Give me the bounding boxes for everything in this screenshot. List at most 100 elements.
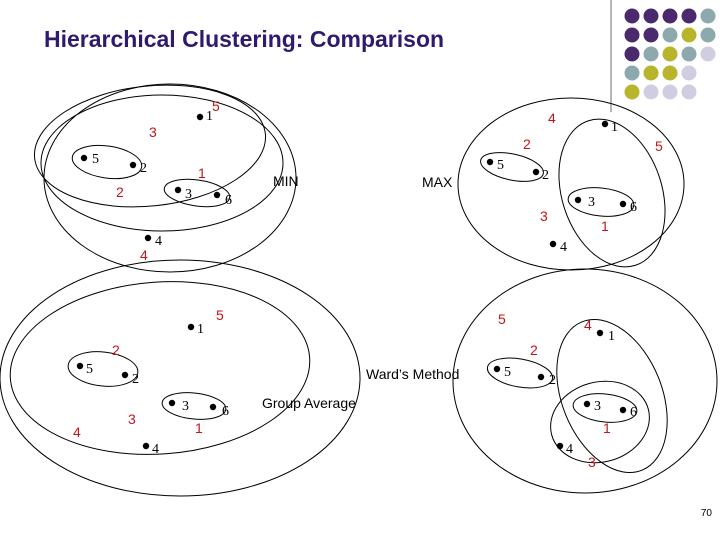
group-average-data-point-5	[76, 362, 84, 370]
max-outer-cluster	[457, 97, 685, 271]
ward-merge-order-label: 5	[498, 311, 506, 327]
min-point-label-4: 4	[155, 234, 162, 249]
ward-point-label-2: 2	[549, 373, 556, 388]
group-average-merge-order-label: 1	[195, 420, 203, 436]
max-point-label-6: 6	[630, 200, 637, 215]
ward-data-point-1	[596, 329, 604, 337]
decorative-dot	[643, 8, 659, 24]
min-data-point-4	[144, 234, 152, 242]
group-average-data-point-4	[142, 442, 150, 450]
min-cluster-25	[71, 144, 143, 180]
group-average-merge-order-label: 5	[216, 307, 224, 323]
max-merge-order-label: 5	[655, 138, 663, 154]
group-average-point-label-4: 4	[152, 442, 159, 457]
group-average-data-point-3	[168, 399, 176, 407]
min-point-label-5: 5	[92, 152, 99, 167]
method-label-group-average: Group Average	[262, 395, 356, 411]
decorative-dot	[643, 65, 659, 81]
min-merge-order-label: 4	[140, 247, 148, 263]
decorative-dot-grid	[624, 8, 716, 100]
min-point-label-2: 2	[140, 161, 147, 176]
min-point-label-6: 6	[225, 193, 232, 208]
ward-point-label-1: 1	[608, 329, 615, 344]
ward-outer-cluster	[452, 268, 718, 494]
group-average-merge-order-label: 2	[112, 342, 120, 358]
max-merge-order-label: 1	[601, 218, 609, 234]
min-merge-order-label: 1	[198, 165, 206, 181]
ward-data-point-5	[493, 365, 501, 373]
decorative-dot	[624, 65, 640, 81]
decorative-dot	[624, 84, 640, 100]
decorative-dot	[700, 27, 716, 43]
decorative-dot	[624, 8, 640, 24]
ward-point-label-4: 4	[566, 442, 573, 457]
min-point-label-1: 1	[206, 109, 213, 124]
decorative-divider-line	[610, 0, 612, 112]
min-merge-order-label: 3	[149, 124, 157, 140]
min-data-point-5	[80, 154, 88, 162]
max-merge-order-label: 3	[540, 208, 548, 224]
max-data-point-6	[619, 200, 627, 208]
group-average-point-label-1: 1	[197, 322, 204, 337]
method-label-min: MIN	[273, 173, 299, 189]
max-cluster-1463	[558, 118, 666, 268]
decorative-dot	[662, 84, 678, 100]
decorative-dot	[662, 46, 678, 62]
slide-title: Hierarchical Clustering: Comparison	[44, 26, 445, 52]
ward-data-point-3	[583, 400, 591, 408]
ward-merge-order-label: 1	[603, 420, 611, 436]
max-cluster-36	[567, 187, 635, 217]
group-average-point-label-6: 6	[222, 404, 229, 419]
ward-point-label-5: 5	[504, 365, 511, 380]
ward-cluster-25	[486, 357, 554, 389]
max-merge-order-label: 2	[523, 136, 531, 152]
max-point-label-5: 5	[497, 158, 504, 173]
decorative-dot	[662, 27, 678, 43]
max-point-label-1: 1	[611, 120, 618, 135]
decorative-dot	[681, 84, 697, 100]
decorative-dot	[643, 84, 659, 100]
min-merge-order-label: 2	[116, 184, 124, 200]
ward-data-point-4	[556, 442, 564, 450]
max-data-point-1	[601, 120, 609, 128]
ward-data-point-2	[537, 373, 545, 381]
min-cluster-36	[163, 178, 231, 208]
page-number: 70	[700, 508, 712, 519]
ward-data-point-6	[619, 406, 627, 414]
group-average-merge-order-label: 4	[73, 424, 81, 440]
ward-merge-order-label: 3	[588, 454, 596, 470]
decorative-dot	[681, 65, 697, 81]
ward-point-label-6: 6	[630, 405, 637, 420]
max-point-label-2: 2	[542, 168, 549, 183]
max-data-point-5	[486, 158, 494, 166]
min-data-point-3	[174, 186, 182, 194]
group-average-cluster-1235	[9, 281, 311, 455]
max-point-label-4: 4	[560, 240, 567, 255]
cluster-outlines	[0, 83, 718, 497]
group-average-merge-order-label: 3	[128, 411, 136, 427]
min-data-point-1	[196, 113, 204, 121]
group-average-point-label-2: 2	[132, 372, 139, 387]
group-average-point-label-5: 5	[86, 362, 93, 377]
decorative-dot	[643, 46, 659, 62]
ward-cluster-346	[550, 380, 650, 464]
min-data-point-2	[129, 161, 137, 169]
decorative-dot	[624, 27, 640, 43]
max-cluster-25	[480, 152, 544, 182]
decorative-dot	[662, 65, 678, 81]
min-data-point-6	[213, 191, 221, 199]
min-point-label-3: 3	[185, 187, 192, 202]
max-data-point-3	[574, 196, 582, 204]
decorative-dot	[681, 46, 697, 62]
group-average-point-label-3: 3	[182, 399, 189, 414]
max-data-point-2	[532, 168, 540, 176]
max-merge-order-label: 4	[548, 110, 556, 126]
ward-merge-order-label: 2	[530, 342, 538, 358]
min-merge-order-label: 5	[212, 98, 220, 114]
group-average-cluster-25	[67, 351, 139, 387]
ward-cluster-1346	[556, 318, 668, 474]
group-average-data-point-2	[121, 371, 129, 379]
